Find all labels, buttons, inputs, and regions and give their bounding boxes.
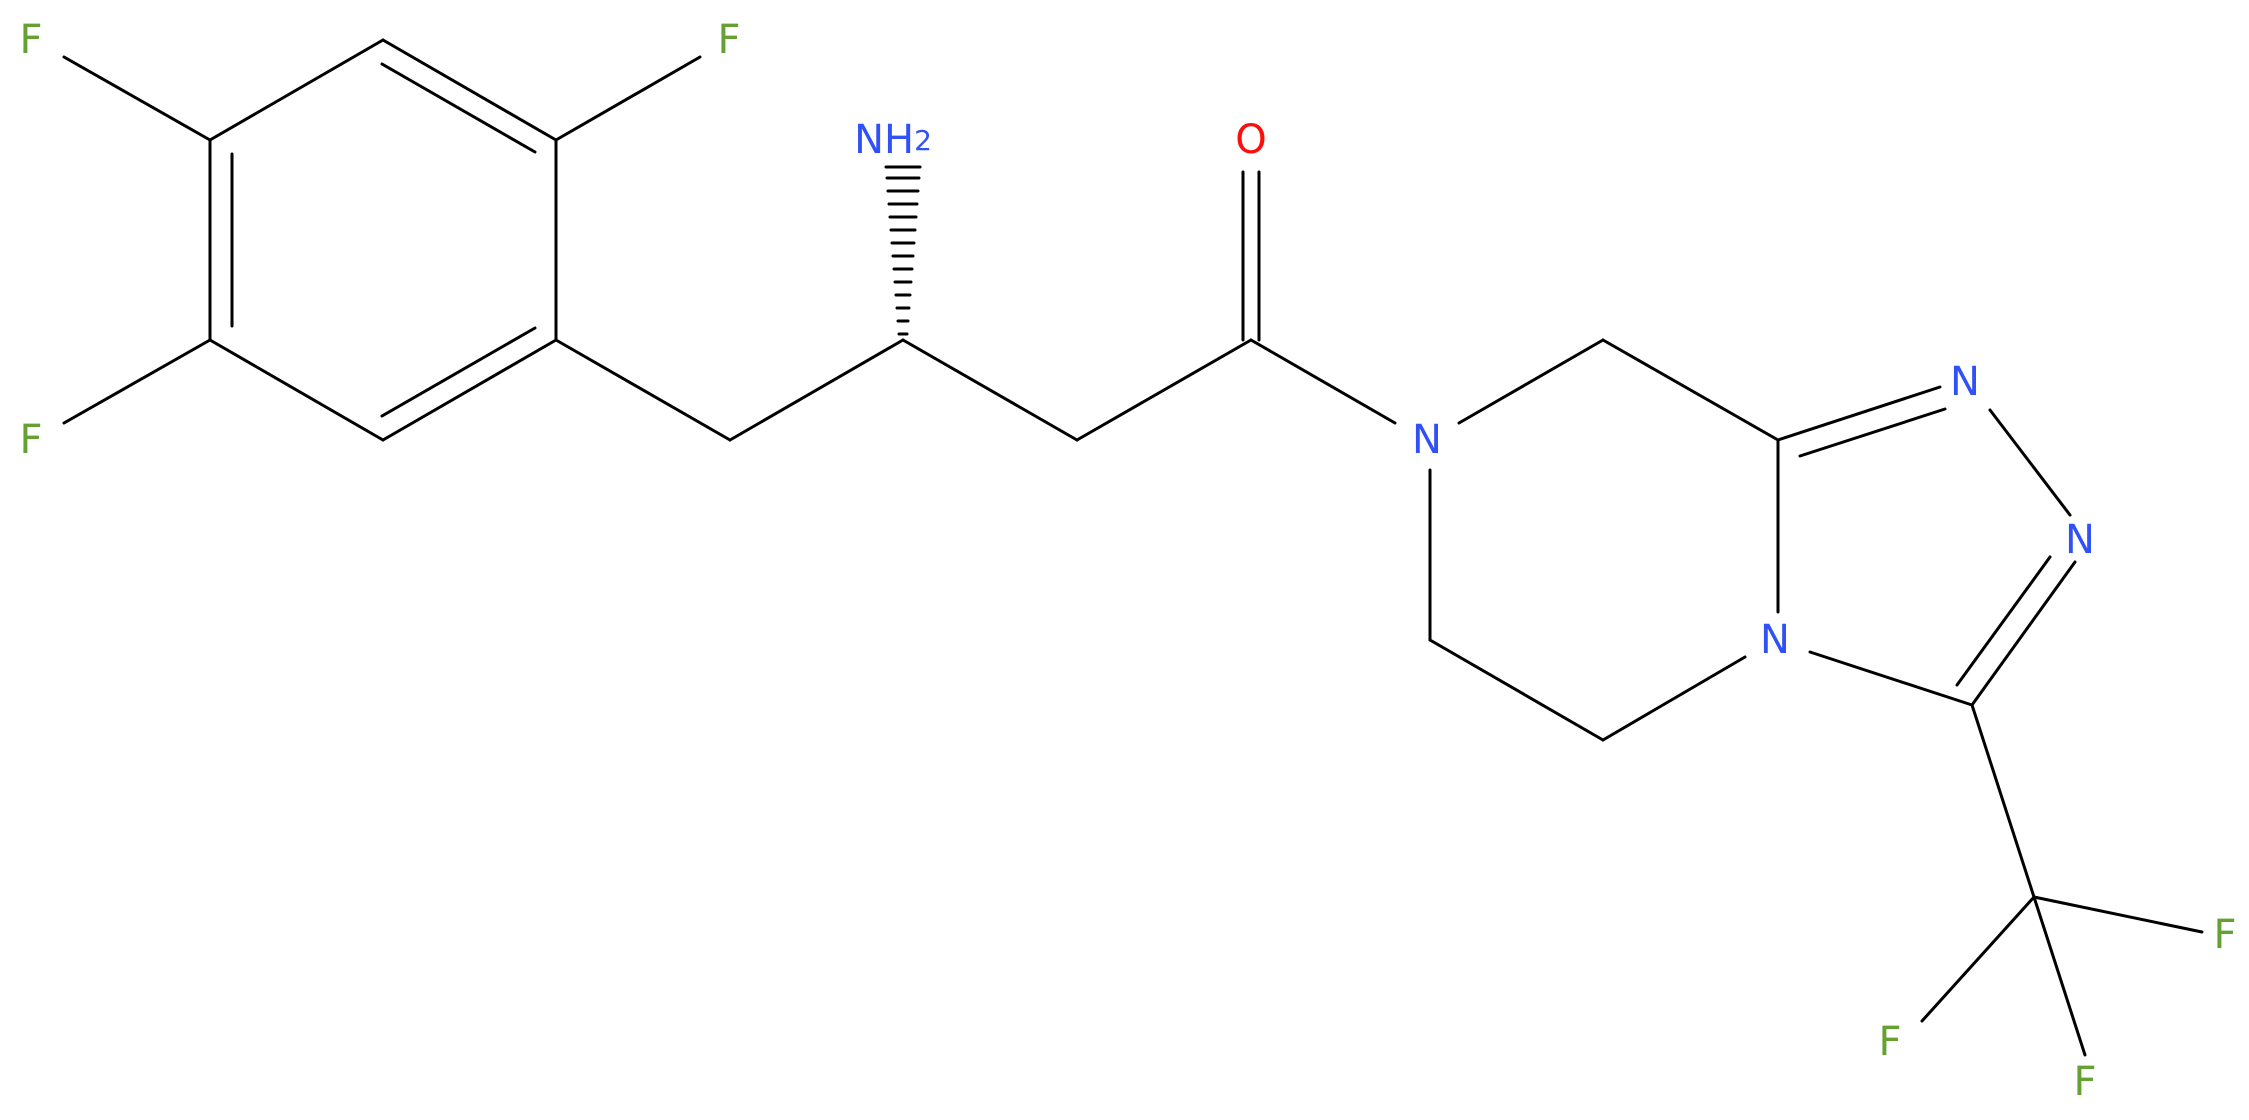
bond — [1428, 638, 1605, 742]
fluorine-atom-label: F — [1878, 1019, 1901, 1065]
bond-double-inner — [380, 326, 537, 418]
phenyl-ring — [208, 38, 558, 442]
bond-c-f — [554, 55, 702, 142]
fluorine-atom-label: F — [717, 17, 740, 63]
bond — [1970, 560, 2077, 707]
bond — [1776, 385, 1942, 442]
bond-double-inner — [1955, 555, 2052, 687]
bond — [208, 38, 385, 142]
oxygen-atom-label: O — [1235, 117, 1266, 163]
bond-c-f — [1920, 895, 2036, 1023]
hashed-wedge-bond — [884, 165, 922, 336]
bond — [208, 338, 385, 442]
bond — [1249, 338, 1397, 425]
bond-double-inner — [380, 62, 537, 154]
bond — [728, 338, 905, 442]
fluorine-atom-label: F — [19, 417, 42, 463]
bond — [1457, 338, 1605, 425]
bond — [381, 338, 558, 442]
bond-c-f — [2032, 895, 2204, 934]
amine-group-label: NH2 — [854, 117, 932, 163]
bond-c-f — [2032, 895, 2087, 1057]
triazole-nitrogen-label: N — [1950, 359, 1980, 405]
fluorine-atom-label: F — [2213, 912, 2236, 958]
bond — [901, 338, 1079, 442]
bond — [381, 38, 558, 142]
bond — [554, 338, 732, 442]
bond — [1075, 338, 1253, 442]
amine-nh-text: NH — [854, 117, 914, 163]
fluorine-atom-label: F — [19, 17, 42, 63]
amide-nitrogen-label: N — [1412, 417, 1442, 463]
bond — [1970, 703, 2036, 899]
bridgehead-nitrogen-label: N — [1760, 617, 1790, 663]
bond-c-f — [62, 55, 212, 142]
bond — [1601, 655, 1747, 742]
bond — [1601, 338, 1780, 442]
bond-double-inner — [1798, 407, 1947, 458]
fluorine-atom-label: F — [2073, 1059, 2096, 1105]
triazole-nitrogen-label: N — [2065, 517, 2095, 563]
bond — [1988, 408, 2072, 517]
bond-c-f — [62, 338, 212, 425]
amine-subscript: 2 — [914, 124, 932, 157]
bond — [1808, 650, 1974, 707]
